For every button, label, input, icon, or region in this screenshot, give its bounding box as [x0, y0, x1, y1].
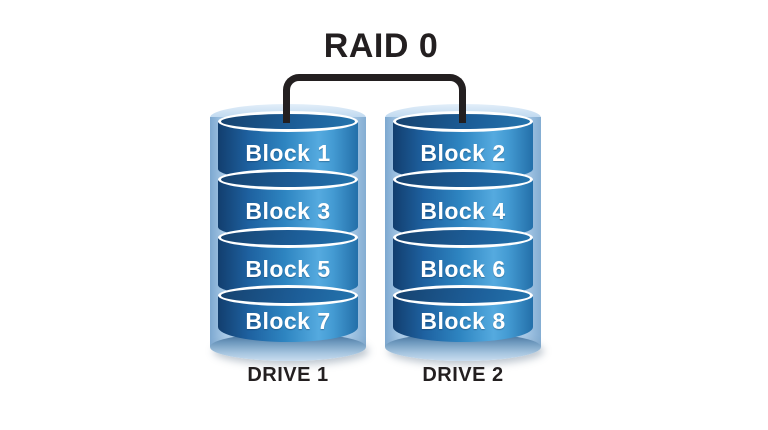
block-top-ellipse [393, 169, 533, 190]
diagram-title: RAID 0 [323, 27, 439, 65]
block-label: Block 7 [245, 308, 331, 334]
drive-1-label: DRIVE 1 [247, 364, 329, 386]
drive-2-label: DRIVE 2 [422, 364, 504, 386]
connector-bracket-icon [283, 74, 466, 123]
drive-1: Block 1 Block 3 Block 5 Block 7 DRIVE 1 [210, 104, 366, 404]
block-top-ellipse [393, 285, 533, 306]
block-label: Block 6 [420, 256, 506, 282]
block-label: Block 3 [245, 198, 331, 224]
block-label: Block 8 [420, 308, 506, 334]
block-top-ellipse [218, 169, 358, 190]
block-label: Block 1 [245, 140, 331, 166]
drive-2: Block 2 Block 4 Block 6 Block 8 DRIVE 2 [385, 104, 541, 404]
block-label: Block 4 [420, 198, 506, 224]
drive-2-blocks: Block 2 Block 4 Block 6 Block 8 [393, 104, 533, 364]
block-top-ellipse [218, 227, 358, 248]
block-top-ellipse [218, 285, 358, 306]
block-top-ellipse [393, 227, 533, 248]
drive-1-blocks: Block 1 Block 3 Block 5 Block 7 [218, 104, 358, 364]
block-label: Block 5 [245, 256, 331, 282]
block-label: Block 2 [420, 140, 506, 166]
